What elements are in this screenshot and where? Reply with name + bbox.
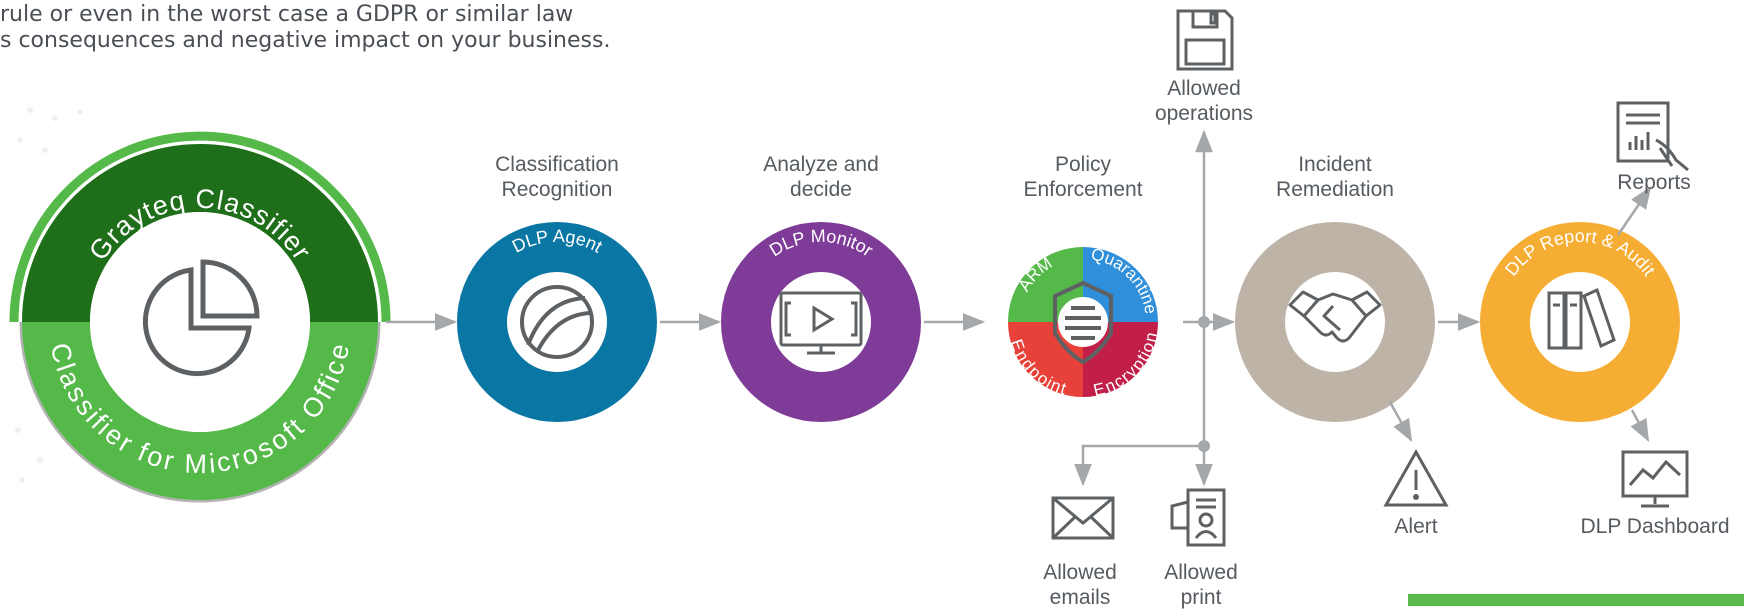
intro-text-line-2: s consequences and negative impact on yo… — [0, 28, 611, 53]
footer-accent-bar — [1408, 594, 1744, 606]
allowed-print-label: Allowed print — [1164, 561, 1238, 609]
report-document-icon — [1616, 101, 1689, 172]
intro-text-line-1: rule or even in the worst case a GDPR or… — [0, 2, 574, 27]
monitor-play-icon — [779, 291, 863, 355]
dlp-report-audit-node: DLP Report & Audit — [1480, 222, 1680, 422]
policy-enforcement-node: ARM Quarantine Endpoint Encryption — [1007, 244, 1161, 400]
analyze-decide-title: Analyze and decide — [763, 153, 879, 201]
incident-remediation-title: Incident Remediation — [1276, 153, 1394, 201]
alert-label: Alert — [1394, 515, 1438, 538]
grayteq-classifier-node: Grayteq Classifier Classifier for Micros… — [9, 131, 391, 503]
sphere-icon — [520, 285, 594, 359]
dlp-monitor-node: DLP Monitor — [721, 222, 921, 422]
floppy-disk-icon — [1176, 9, 1234, 71]
printer-document-icon — [1170, 488, 1226, 547]
binders-icon — [1547, 287, 1616, 350]
policy-enforcement-title: Policy Enforcement — [1023, 153, 1143, 201]
classification-recognition-title: Classification Recognition — [495, 153, 619, 201]
allowed-emails-label: Allowed emails — [1043, 561, 1117, 609]
handshake-icon — [1288, 290, 1382, 343]
shield-icon — [1053, 280, 1113, 365]
allowed-operations-label: Allowed operations — [1154, 77, 1254, 125]
dlp-agent-node: DLP Agent — [457, 222, 657, 422]
envelope-icon — [1051, 496, 1115, 540]
dashboard-monitor-icon — [1621, 450, 1689, 508]
dlp-security-orchestrator-node: DLP Security Orchestrator — [1235, 218, 1484, 422]
pie-chart-icon — [142, 259, 260, 377]
warning-triangle-icon — [1383, 448, 1449, 507]
background-texture — [15, 107, 83, 483]
junction-dots — [1198, 316, 1210, 452]
reports-label: Reports — [1617, 171, 1691, 194]
flow-arrows — [386, 129, 1652, 487]
dlp-dashboard-label: DLP Dashboard — [1580, 515, 1730, 538]
